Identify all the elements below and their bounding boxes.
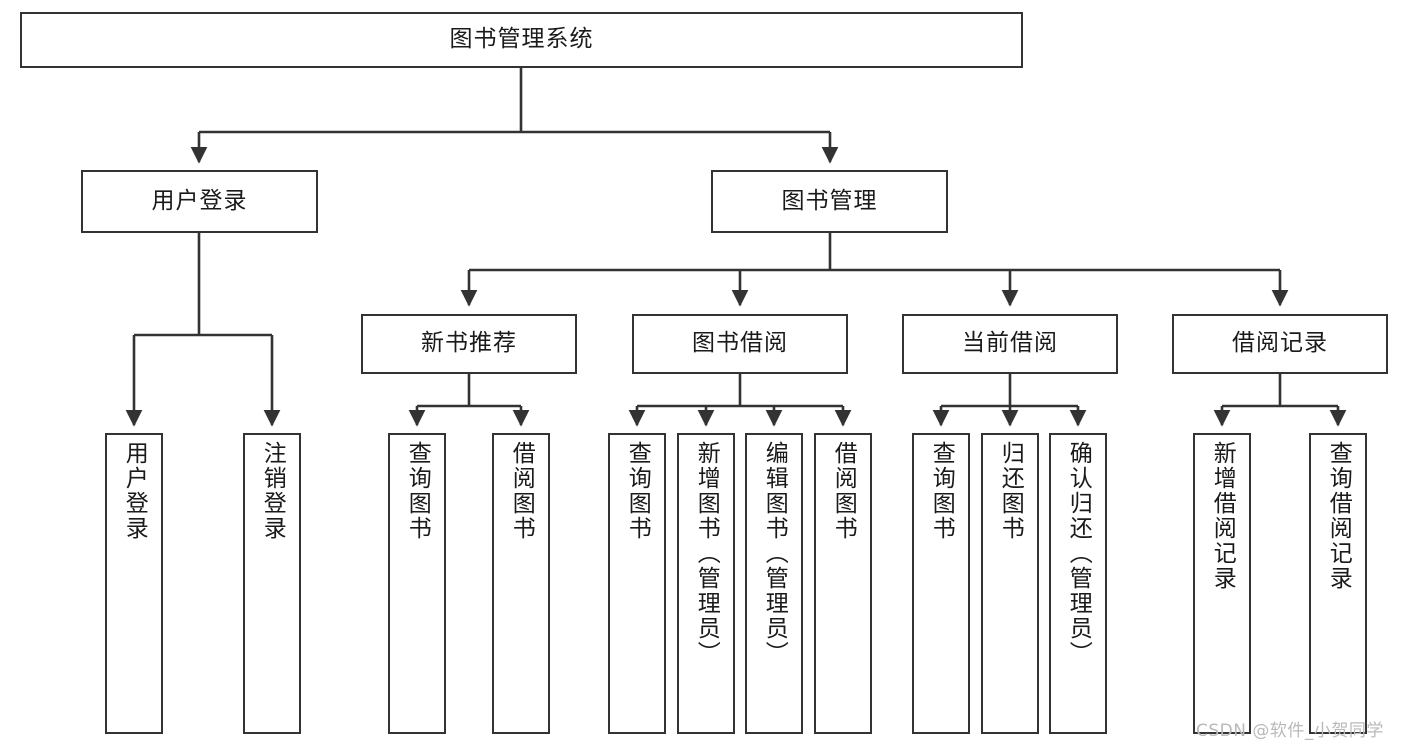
leaf-query-book-new[interactable]: 查询图书 (388, 433, 446, 734)
node-book-management[interactable]: 图书管理 (711, 170, 948, 233)
node-label: 用户登录 (151, 187, 248, 214)
leaf-confirm-return-admin[interactable]: 确认归还（管理员） (1049, 433, 1107, 734)
node-root-book-management-system[interactable]: 图书管理系统 (20, 12, 1023, 68)
node-label: 新增借阅记录 (1209, 441, 1236, 591)
node-label: 新增图书（管理员） (693, 441, 720, 666)
watermark: CSDN @软件_小贺同学 (1196, 721, 1384, 741)
node-label: 查询图书 (928, 441, 955, 541)
node-label: 当前借阅 (962, 330, 1058, 357)
leaf-logout[interactable]: 注销登录 (243, 433, 301, 734)
node-label: 图书管理系统 (449, 26, 594, 53)
node-label: 查询借阅记录 (1325, 441, 1352, 591)
node-borrow-record[interactable]: 借阅记录 (1172, 314, 1388, 374)
node-label: 借阅图书 (830, 441, 857, 541)
leaf-edit-book-admin[interactable]: 编辑图书（管理员） (745, 433, 803, 734)
node-label: 确认归还（管理员） (1065, 441, 1092, 666)
node-label: 编辑图书（管理员） (761, 441, 788, 666)
node-label: 注销登录 (259, 441, 286, 541)
leaf-add-book-admin[interactable]: 新增图书（管理员） (677, 433, 735, 734)
leaf-query-book-borrow[interactable]: 查询图书 (608, 433, 666, 734)
leaf-query-book-current[interactable]: 查询图书 (912, 433, 970, 734)
leaf-query-borrow-record[interactable]: 查询借阅记录 (1309, 433, 1367, 734)
leaf-borrow-book-new[interactable]: 借阅图书 (492, 433, 550, 734)
leaf-return-book[interactable]: 归还图书 (981, 433, 1039, 734)
leaf-add-borrow-record[interactable]: 新增借阅记录 (1193, 433, 1251, 734)
node-label: 新书推荐 (421, 330, 517, 357)
node-label: 归还图书 (997, 441, 1024, 541)
node-current-borrow[interactable]: 当前借阅 (902, 314, 1118, 374)
leaf-borrow-book[interactable]: 借阅图书 (814, 433, 872, 734)
node-new-book-recommend[interactable]: 新书推荐 (361, 314, 577, 374)
node-book-borrow[interactable]: 图书借阅 (632, 314, 848, 374)
node-label: 图书管理 (781, 187, 878, 214)
node-user-login[interactable]: 用户登录 (81, 170, 318, 233)
node-label: 借阅图书 (508, 441, 535, 541)
node-label: 查询图书 (404, 441, 431, 541)
leaf-user-login[interactable]: 用户登录 (105, 433, 163, 734)
node-label: 查询图书 (624, 441, 651, 541)
node-label: 借阅记录 (1232, 330, 1328, 357)
node-label: 图书借阅 (692, 330, 788, 357)
node-label: 用户登录 (121, 441, 148, 541)
